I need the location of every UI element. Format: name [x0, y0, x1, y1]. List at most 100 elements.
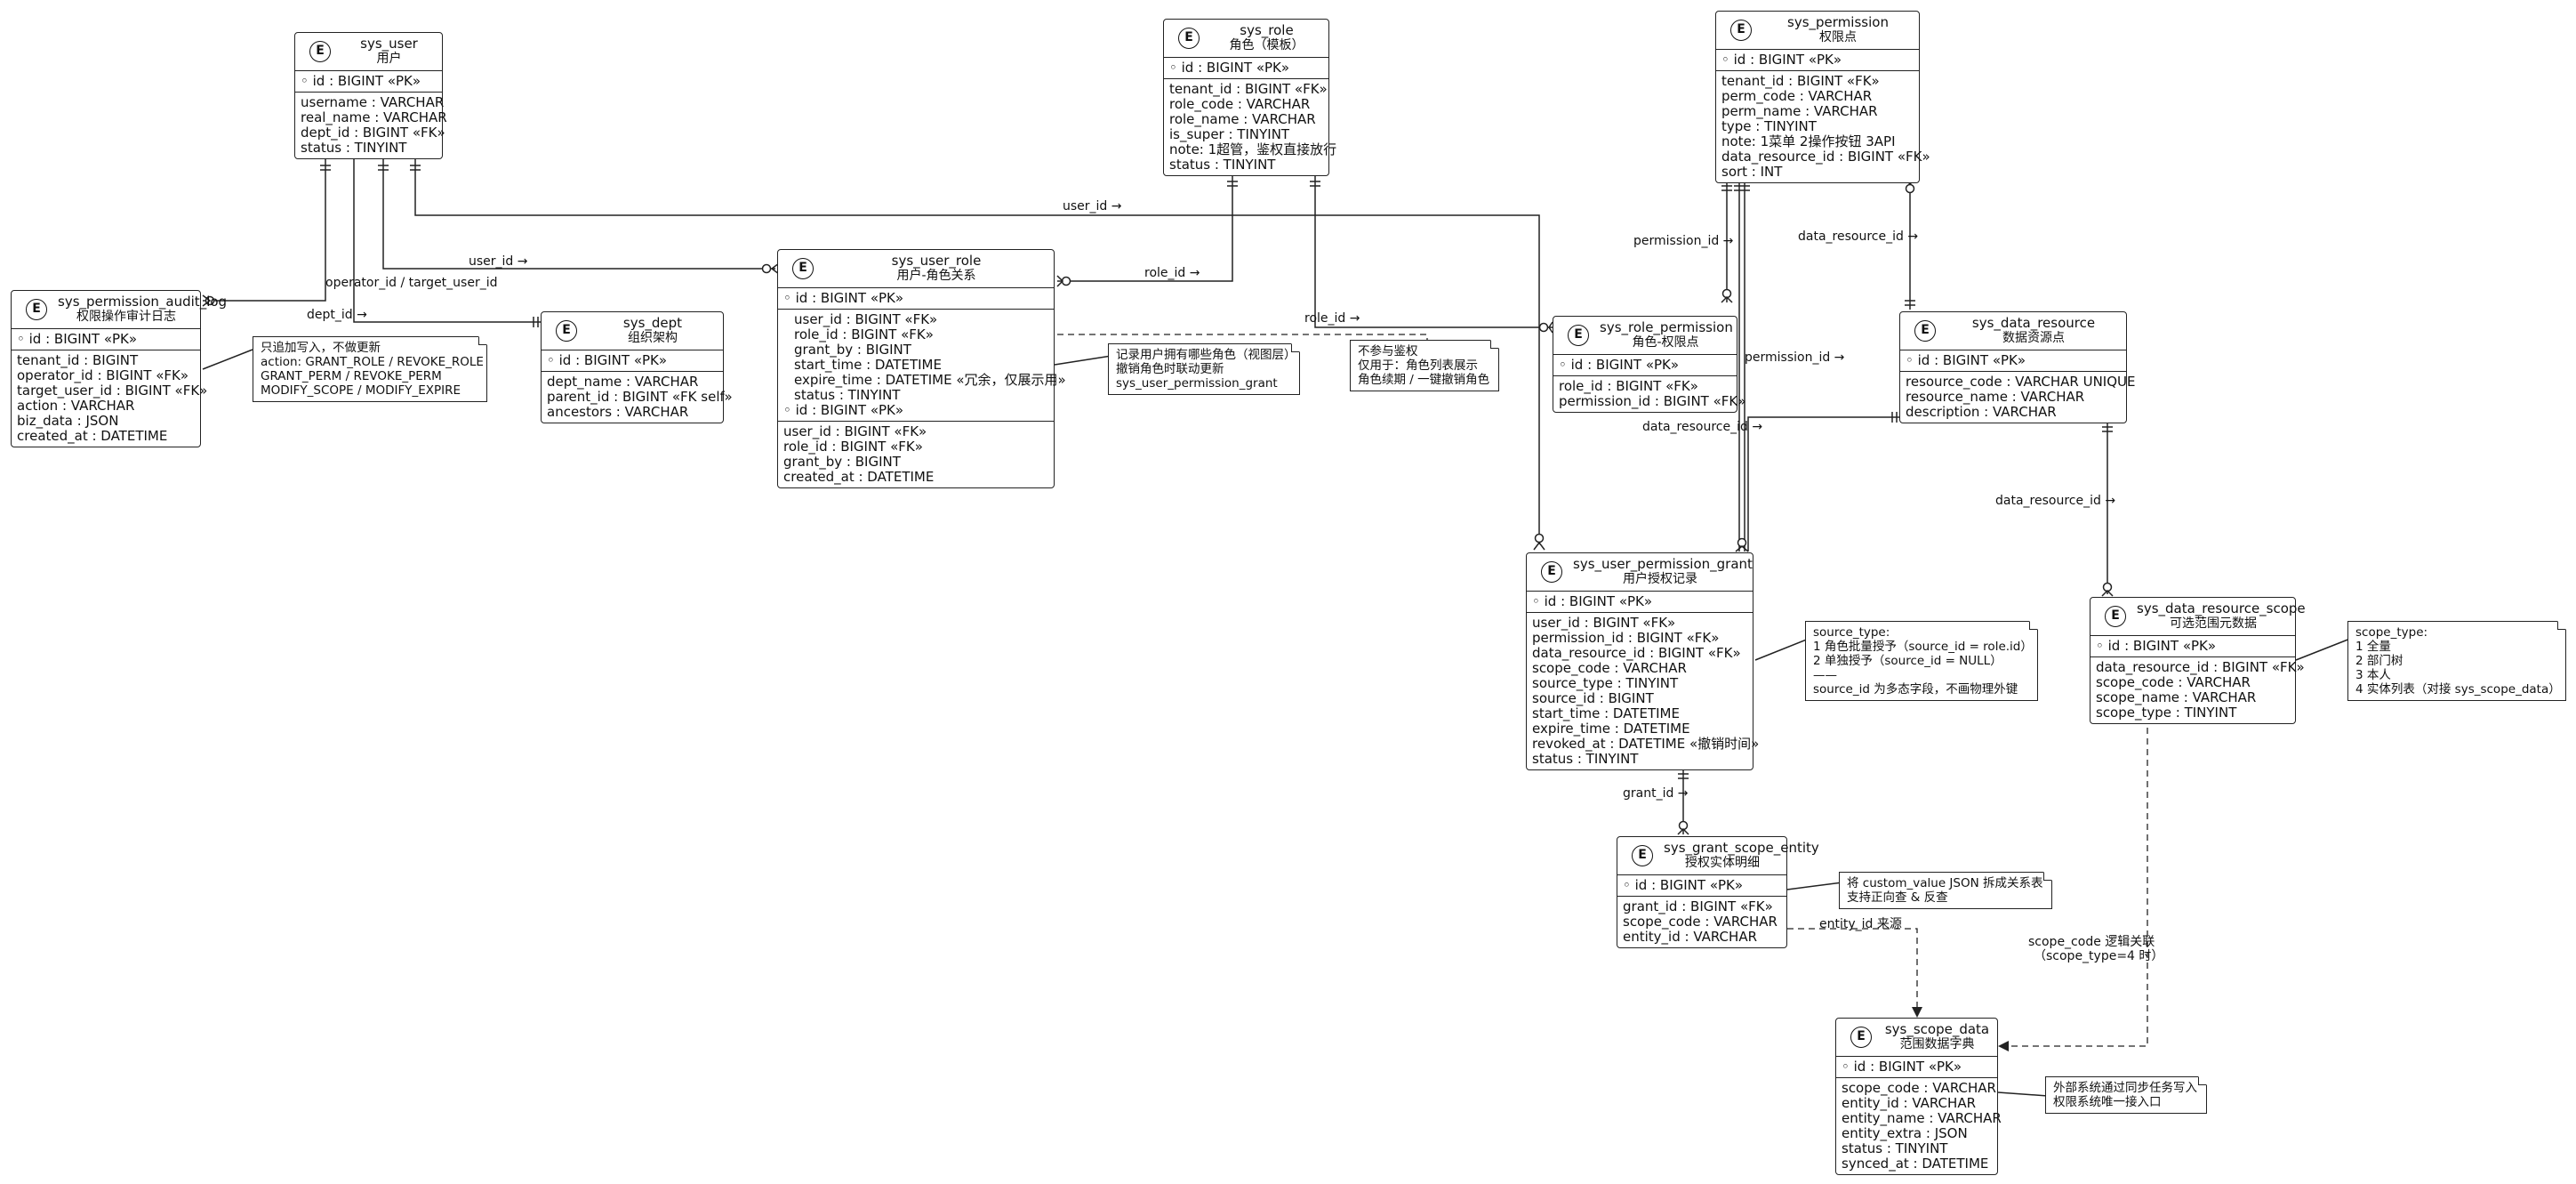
- entity-sys-dept[interactable]: E sys_dept 组织架构 ◦ id : BIGINT «PK» dept_…: [541, 311, 733, 423]
- field: source_type : TINYINT: [1532, 675, 1679, 691]
- primary-key: ◦ id : BIGINT «PK»: [295, 71, 442, 93]
- note-grant: source_type:1 角色批量授予（source_id = role.id…: [1805, 621, 2038, 701]
- entity-sys-scope-data[interactable]: E sys_scope_data 范围数据字典 ◦ id : BIGINT «P…: [1835, 1018, 2002, 1175]
- edge-label: user_id →: [469, 254, 528, 269]
- entity-name: sys_user_permission_grant: [1573, 556, 1753, 572]
- edge-user-audit: [203, 158, 326, 302]
- note-entity: 将 custom_value JSON 拆成关系表支持正向查 & 反查: [1839, 872, 2052, 909]
- edge-label: scope_code 逻辑关联: [2028, 935, 2155, 949]
- field: status : TINYINT: [1842, 1140, 1948, 1156]
- primary-key: ◦ id : BIGINT «PK»: [1553, 355, 1737, 376]
- edge-label: role_id →: [1304, 311, 1360, 326]
- field: entity_id : VARCHAR: [1623, 929, 1757, 945]
- field: permission_id : BIGINT «FK»: [1559, 393, 1746, 409]
- primary-key: ◦ id : BIGINT «PK»: [1527, 592, 1753, 613]
- entity-sys-data-resource[interactable]: E sys_data_resource 数据资源点 ◦ id : BIGINT …: [1899, 311, 2135, 423]
- entity-subtitle: 用户授权记录: [1623, 572, 1697, 586]
- field: tenant_id : BIGINT: [17, 352, 139, 368]
- entity-sys-role-permission[interactable]: E sys_role_permission 角色-权限点 ◦ id : BIGI…: [1553, 316, 1746, 413]
- entity-sys-permission[interactable]: E sys_permission 权限点 ◦ id : BIGINT «PK» …: [1715, 11, 1930, 183]
- field: status : TINYINT: [1532, 751, 1639, 767]
- entity-subtitle: 范围数据字典: [1899, 1037, 1975, 1051]
- entity-subtitle: 权限点: [1819, 30, 1857, 44]
- entity-subtitle: 数据资源点: [2002, 331, 2065, 345]
- edge-label: permission_id →: [1633, 234, 1734, 248]
- field: action : VARCHAR: [17, 398, 135, 414]
- field: scope_type : TINYINT: [2096, 705, 2237, 721]
- field: role_code : VARCHAR: [1169, 96, 1311, 112]
- entity-subtitle: 权限操作审计日志: [76, 310, 176, 324]
- field: data_resource_id : BIGINT «FK»: [1721, 149, 1930, 165]
- entity-icon: E: [1568, 325, 1589, 346]
- entity-name: sys_grant_scope_entity: [1664, 840, 1819, 856]
- entity-icon: E: [1541, 561, 1562, 583]
- edge-dataresource-grant: [1747, 416, 1899, 552]
- entity-icon: E: [1178, 28, 1200, 49]
- field: grant_by : BIGINT: [783, 454, 901, 470]
- field: role_name : VARCHAR: [1169, 111, 1316, 127]
- field: dept_id : BIGINT «FK»: [301, 125, 445, 141]
- edge-label: entity_id 来源: [1819, 917, 1902, 931]
- entity-icon: E: [556, 320, 577, 342]
- field-list: user_id : BIGINT «FK» permission_id : BI…: [1527, 613, 1760, 769]
- entity-sys-data-resource-scope[interactable]: E sys_data_resource_scope 可选范围元数据 ◦ id :…: [2090, 597, 2306, 724]
- entity-name: sys_user_role: [891, 253, 982, 269]
- entity-sys-grant-scope-entity[interactable]: E sys_grant_scope_entity 授权实体明细 ◦ id : B…: [1617, 836, 1819, 948]
- field: is_super : TINYINT: [1169, 126, 1290, 142]
- field: dept_name : VARCHAR: [547, 374, 699, 390]
- entity-subtitle: 用户: [376, 52, 402, 66]
- field: grant_id : BIGINT «FK»: [1623, 898, 1773, 914]
- field: parent_id : BIGINT «FK self»: [547, 389, 733, 405]
- field: perm_name : VARCHAR: [1721, 103, 1878, 119]
- field: note: 1超管，鉴权直接放行: [1169, 141, 1337, 157]
- field: created_at : DATETIME: [17, 428, 168, 444]
- entity-name: sys_data_resource_scope: [2137, 600, 2306, 616]
- field: revoked_at : DATETIME «撤销时间»: [1532, 736, 1760, 752]
- entity-sys-permission-audit-log[interactable]: E sys_permission_audit_log 权限操作审计日志 ◦ id…: [11, 290, 227, 447]
- primary-key: ◦ id : BIGINT «PK»: [12, 329, 200, 350]
- edge-label: user_id →: [1063, 199, 1122, 213]
- field: data_resource_id : BIGINT «FK»: [2096, 659, 2305, 675]
- field: start_time : DATETIME: [794, 357, 942, 373]
- field-list: resource_code : VARCHAR UNIQUE resource_…: [1900, 372, 2135, 423]
- entity-subtitle: 授权实体明细: [1685, 856, 1760, 870]
- entity-sys-role[interactable]: E sys_role 角色（模板） ◦ id : BIGINT «PK» ten…: [1163, 19, 1337, 176]
- entity-name: sys_role_permission: [1600, 319, 1733, 335]
- field: expire_time : DATETIME: [1532, 721, 1690, 737]
- field: entity_id : VARCHAR: [1842, 1095, 1976, 1111]
- field: data_resource_id : BIGINT «FK»: [1532, 645, 1741, 661]
- field: grant_by : BIGINT: [794, 342, 911, 358]
- field: synced_at : DATETIME: [1842, 1156, 1989, 1172]
- field: resource_name : VARCHAR: [1906, 389, 2085, 405]
- entity-icon: E: [1632, 845, 1653, 866]
- entity-sys-user-role[interactable]: E sys_user_role 用户-角色关系 ◦ id : BIGINT «P…: [777, 249, 1066, 488]
- field-list: data_resource_id : BIGINT «FK» scope_cod…: [2090, 657, 2305, 723]
- field: user_id : BIGINT «FK»: [1532, 615, 1676, 631]
- entity-name: sys_permission: [1787, 14, 1889, 30]
- entity-name: sys_dept: [622, 315, 683, 331]
- field-list: tenant_id : BIGINT «FK» perm_code : VARC…: [1716, 71, 1930, 182]
- field: created_at : DATETIME: [783, 469, 935, 485]
- field-list: dept_name : VARCHAR parent_id : BIGINT «…: [542, 372, 733, 423]
- primary-key: ◦ id : BIGINT «PK»: [1617, 875, 1786, 897]
- edge-label: operator_id / target_user_id: [325, 276, 498, 290]
- entity-name: sys_scope_data: [1884, 1021, 1990, 1037]
- field: role_id : BIGINT «FK»: [794, 326, 934, 342]
- field: note: 1菜单 2操作按钮 3API: [1721, 133, 1896, 149]
- entity-sys-user-permission-grant[interactable]: E sys_user_permission_grant 用户授权记录 ◦ id …: [1526, 552, 1760, 770]
- field: scope_code : VARCHAR: [1842, 1080, 1996, 1096]
- edge-label: grant_id →: [1623, 786, 1689, 801]
- field: scope_code : VARCHAR: [1532, 660, 1687, 676]
- edge-role-roleperm: [1314, 174, 1553, 328]
- field: role_id : BIGINT «FK»: [783, 439, 923, 455]
- edge-label: data_resource_id →: [1995, 494, 2116, 508]
- entity-sys-user[interactable]: E sys_user 用户 ◦ id : BIGINT «PK» usernam…: [294, 32, 447, 159]
- field: tenant_id : BIGINT «FK»: [1169, 81, 1328, 97]
- field-list: scope_code : VARCHAR entity_id : VARCHAR…: [1836, 1078, 2002, 1174]
- primary-key: ◦ id : BIGINT «PK»: [542, 350, 723, 372]
- field: scope_name : VARCHAR: [2096, 689, 2257, 705]
- edge-user-dept: [353, 158, 542, 323]
- entity-name: sys_user: [360, 36, 418, 52]
